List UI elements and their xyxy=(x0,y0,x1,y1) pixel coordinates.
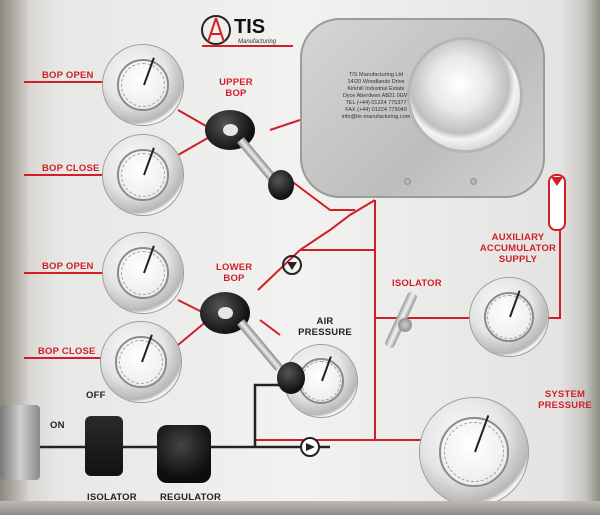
logo-sub: Manufacturing xyxy=(238,39,277,45)
system-pressure-gauge xyxy=(420,398,528,506)
isolator-valve-body xyxy=(398,318,412,332)
lower-bop-valve-handle[interactable] xyxy=(200,292,250,334)
isolator-bottom-label: ISOLATOR xyxy=(87,492,137,503)
system-pressure-label: SYSTEM PRESSURE xyxy=(538,389,592,411)
isolator-rocker-switch[interactable] xyxy=(85,416,123,476)
bop-open-upper-gauge xyxy=(103,45,183,125)
nameplate-line: FAX (+44) 01224 775040 xyxy=(345,107,407,113)
nameplate-line: Dyce Aberdeen AB21 0GW xyxy=(342,93,410,99)
regulator-knob[interactable] xyxy=(157,425,211,483)
nameplate-line: info@tis-manufacturing.com xyxy=(341,114,411,120)
on-label: ON xyxy=(50,420,65,431)
off-label: OFF xyxy=(86,390,106,401)
check-valve-icon xyxy=(282,255,302,275)
bop-open-lower-label: BOP OPEN xyxy=(42,261,94,272)
regulator-handwheel[interactable] xyxy=(410,40,520,150)
nameplate-text: TIS Manufacturing Ltd 14/20 Woodlands Dr… xyxy=(326,72,426,121)
aux-accumulator-gauge xyxy=(470,278,548,356)
logo-brand: TIS xyxy=(234,16,266,38)
bop-close-upper-gauge xyxy=(103,135,183,215)
lower-bop-lever-grip[interactable] xyxy=(277,362,305,394)
isolator-right-label: ISOLATOR xyxy=(392,278,442,289)
bop-close-lower-label: BOP CLOSE xyxy=(38,346,96,357)
accumulator-icon xyxy=(548,174,566,231)
side-port xyxy=(0,405,40,480)
panel-bottom-rail xyxy=(0,501,600,515)
lower-bop-label: LOWER BOP xyxy=(216,262,253,284)
bop-close-lower-gauge xyxy=(101,322,181,402)
upper-bop-lever-grip[interactable] xyxy=(268,170,294,200)
bop-open-lower-gauge xyxy=(103,233,183,313)
nameplate-line: 14/20 Woodlands Drive xyxy=(347,79,405,85)
air-pressure-label: AIR PRESSURE xyxy=(298,316,352,338)
nameplate-line: TEL (+44) 01224 775377 xyxy=(345,100,407,106)
tis-logo: TIS Manufacturing xyxy=(198,10,298,57)
aux-accumulator-label: AUXILIARY ACCUMULATOR SUPPLY xyxy=(479,232,557,265)
bop-open-upper-label: BOP OPEN xyxy=(42,70,94,81)
regulator-label: REGULATOR xyxy=(160,492,222,503)
screw-icon xyxy=(470,178,477,185)
bop-close-upper-label: BOP CLOSE xyxy=(42,163,100,174)
nameplate-line: TIS Manufacturing Ltd xyxy=(348,72,404,78)
upper-bop-label: UPPER BOP xyxy=(219,77,253,99)
nameplate-line: Kirkhill Industrial Estate xyxy=(347,86,405,92)
screw-icon xyxy=(404,178,411,185)
